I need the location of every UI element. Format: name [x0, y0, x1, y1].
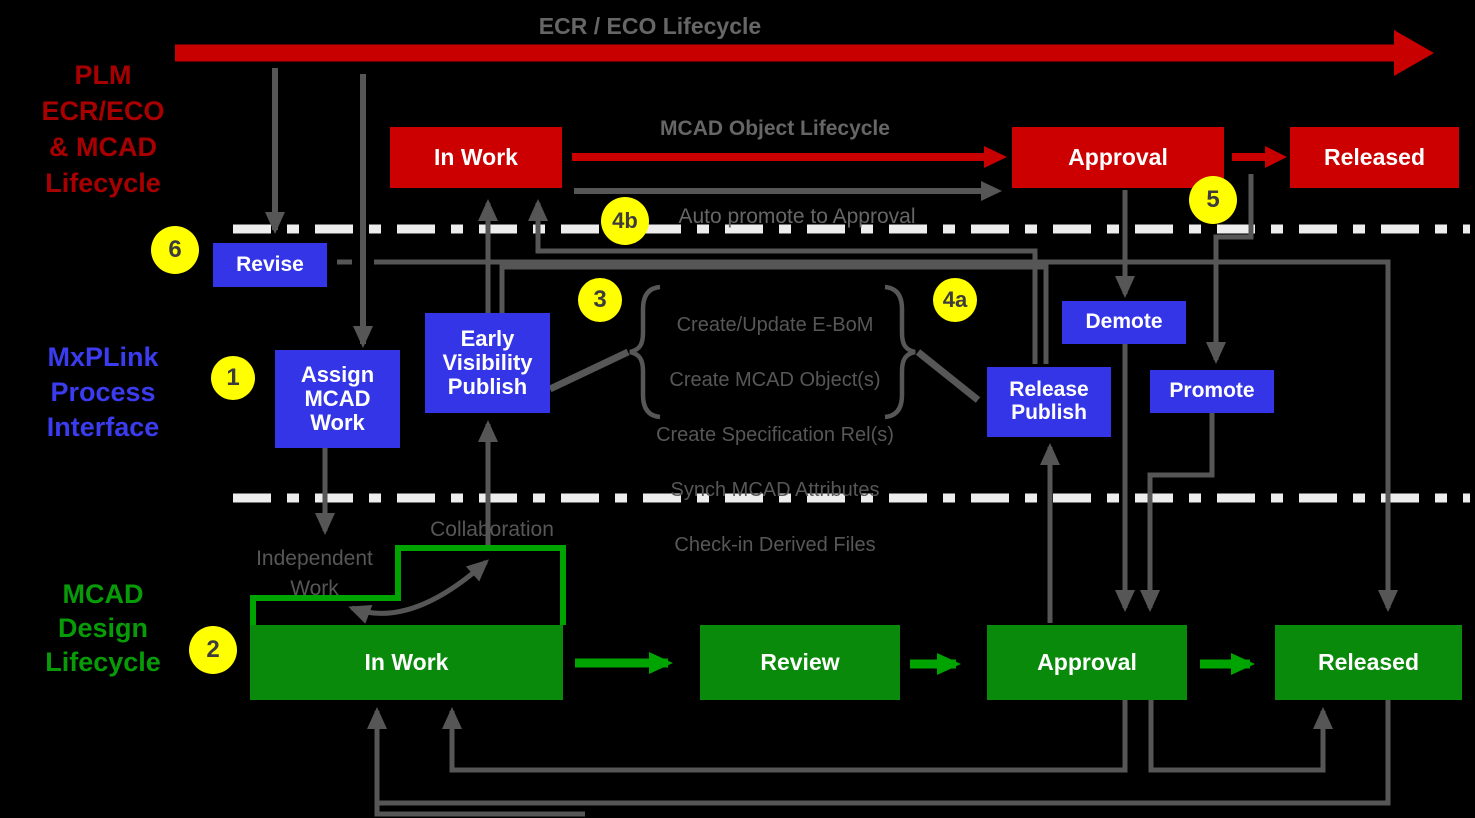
release-publish-box: Release Publish: [987, 367, 1111, 437]
ecr-eco-lifecycle-arrow: [175, 30, 1434, 76]
step-badge-4b: 4b: [601, 197, 649, 245]
assign-mcad-work-box: Assign MCAD Work: [275, 350, 400, 448]
step-badge-3: 3: [578, 278, 622, 322]
early-visibility-to-list-pointer: [548, 348, 630, 393]
collaboration-label: Collaboration: [430, 518, 554, 541]
mcad-object-lifecycle-arrow: [572, 146, 1007, 168]
step-badge-6: 6: [151, 226, 199, 274]
mcad-approval-to-inwork-loop: [442, 700, 1128, 773]
independent-collaboration-curved-arrow: [348, 559, 489, 624]
early-visibility-to-release-publish-connector: [499, 264, 1049, 364]
revise-to-released-connector: [374, 259, 1398, 612]
list-to-release-publish-pointer: [915, 349, 981, 403]
auto-promote-label: Auto promote to Approval: [678, 205, 916, 228]
mcad-object-lifecycle-title: MCAD Object Lifecycle: [660, 117, 890, 140]
mcad-state-in-work: In Work: [250, 625, 563, 700]
promote-to-mcad-approval-connector: [1140, 413, 1215, 612]
publish-actions-list: Create/Update E-BoM Create MCAD Object(s…: [650, 284, 900, 587]
publish-action-item: Create Specification Rel(s): [656, 423, 894, 446]
mxplink-section-label: MxPLink Process Interface: [46, 342, 160, 442]
mcad-state-approval: Approval: [987, 625, 1187, 700]
publish-action-item: Create MCAD Object(s): [669, 368, 881, 391]
plm-state-released: Released: [1290, 127, 1459, 188]
step-badge-1: 1: [211, 356, 255, 400]
mcad-state-review: Review: [700, 625, 900, 700]
step-badge-2: 2: [189, 626, 237, 674]
ecr-eco-lifecycle-title: ECR / ECO Lifecycle: [538, 13, 762, 39]
work-mode-outline: [250, 545, 566, 625]
release-publish-to-inwork-connector: [528, 199, 1038, 364]
independent-work-label: Independent Work: [256, 547, 373, 600]
right-brace: [884, 284, 916, 420]
early-visibility-publish-box: Early Visibility Publish: [425, 313, 550, 413]
publish-action-item: Synch MCAD Attributes: [670, 478, 880, 501]
plm-state-approval: Approval: [1012, 127, 1224, 188]
approval-to-released-arrow: [1232, 146, 1287, 168]
left-brace: [629, 284, 661, 420]
auto-promote-arrow: [574, 181, 1002, 201]
publish-action-item: Check-in Derived Files: [674, 533, 876, 556]
promote-box: Promote: [1150, 370, 1274, 413]
mcad-state-released: Released: [1275, 625, 1462, 700]
demote-box: Demote: [1062, 301, 1186, 344]
revise-box: Revise: [213, 243, 327, 287]
step-badge-5: 5: [1189, 176, 1237, 224]
step-badge-4a: 4a: [933, 278, 977, 322]
approval-to-promote-connector: [1206, 174, 1254, 364]
plm-section-label: PLM ECR/ECO & MCAD Lifecycle: [41, 60, 165, 198]
publish-action-item: Create/Update E-BoM: [676, 313, 874, 336]
plm-state-in-work: In Work: [390, 127, 562, 188]
bottom-stub-connector: [374, 803, 585, 817]
mcad-approval-to-released-loop: [1148, 700, 1333, 773]
mcad-released-to-inwork-loop: [367, 700, 1391, 806]
mcad-section-label: MCAD Design Lifecycle: [45, 579, 161, 677]
